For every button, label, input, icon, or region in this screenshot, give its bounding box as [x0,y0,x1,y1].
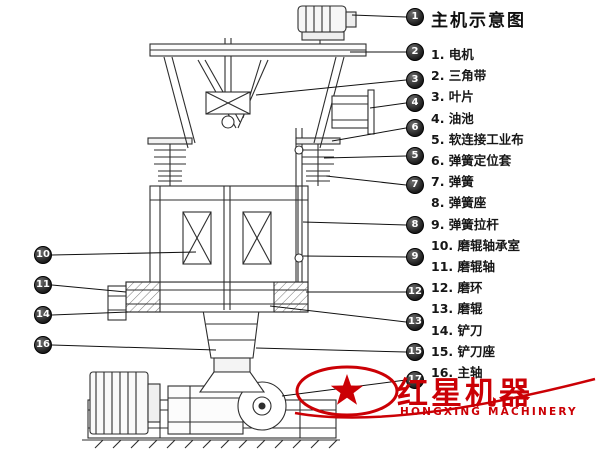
legend-item-14: 14. 铲刀 [431,322,483,338]
diagram-title: 主机示意图 [431,11,526,31]
callout-5: 5 [406,147,424,165]
callout-16: 16 [34,336,52,354]
callout-14: 14 [34,306,52,324]
callout-1: 1 [406,8,424,26]
callout-6: 6 [406,119,424,137]
legend-item-8: 8. 弹簧座 [431,195,487,211]
legend-item-1: 1. 电机 [431,47,474,62]
callout-9: 9 [406,248,424,266]
legend-item-3: 3. 叶片 [431,89,474,105]
callout-13: 13 [406,313,424,331]
legend-item-5: 5. 软连接工业布 [431,131,524,147]
legend-item-7: 7. 弹簧 [431,174,474,190]
legend: 主机示意图 1. 电机 2. 三角带 3. 叶片 4. 油池 5. 软连接工业布… [431,6,599,383]
callout-15: 15 [406,343,424,361]
legend-item-9: 9. 弹簧拉杆 [431,216,499,232]
legend-item-11: 11. 磨辊轴 [431,259,495,275]
callout-17: 17 [406,371,424,389]
callout-4: 4 [406,94,424,112]
legend-item-2: 2. 三角带 [431,68,487,84]
legend-item-4: 4. 油池 [431,110,474,126]
legend-item-12: 12. 磨环 [431,280,483,296]
callout-3: 3 [406,71,424,89]
callout-2: 2 [406,43,424,61]
callout-11: 11 [34,276,52,294]
callout-8: 8 [406,216,424,234]
legend-item-10: 10. 磨辊轴承室 [431,237,520,253]
legend-item-15: 15. 铲刀座 [431,343,495,359]
callout-12: 12 [406,283,424,301]
callout-10: 10 [34,246,52,264]
legend-item-6: 6. 弹簧定位套 [431,153,512,169]
callout-7: 7 [406,176,424,194]
legend-item-16: 16. 主轴 [431,365,483,381]
legend-item-13: 13. 磨辊 [431,301,483,317]
